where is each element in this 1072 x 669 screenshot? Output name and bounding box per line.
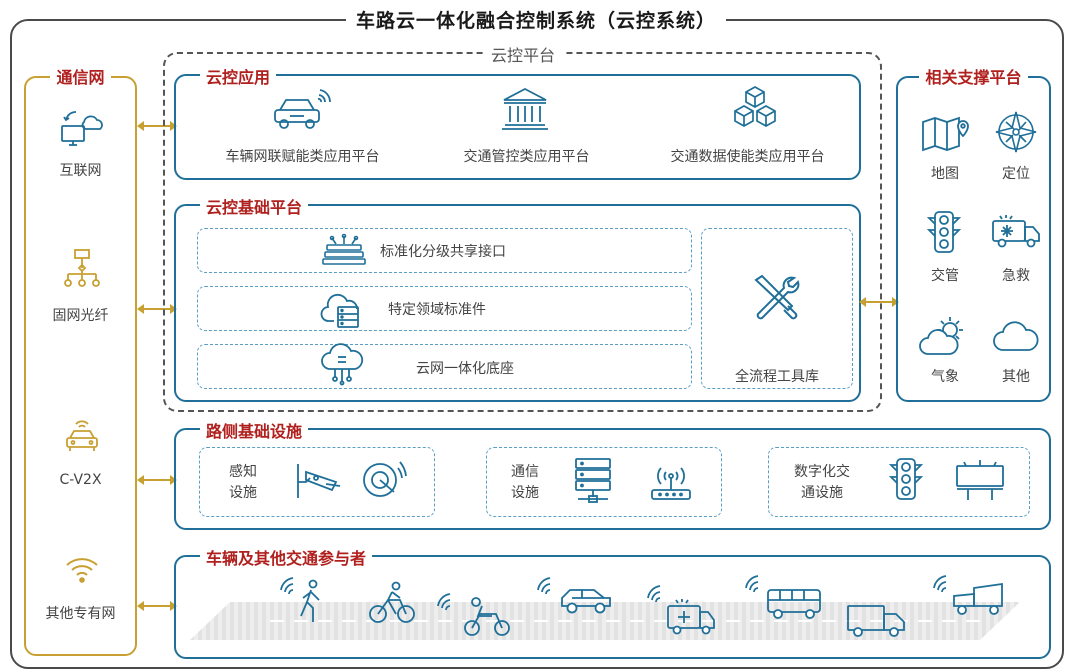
vehicles-panel (174, 555, 1051, 659)
network-topology-icon (62, 248, 102, 290)
traffic-light-icon-roadside (886, 457, 926, 503)
cloud-base-title: 云控基础平台 (200, 194, 309, 218)
cloud-icon (992, 320, 1040, 354)
app-item-vehicle: 车辆网联赋能类应用平台 (225, 149, 380, 165)
vehicles-title: 车辆及其他交通参与者 (200, 545, 373, 569)
tools-icon (750, 272, 802, 324)
support-item-positioning: 定位 (1002, 166, 1030, 182)
app-item-data: 交通数据使能类应用平台 (670, 149, 825, 165)
car-front-icon (62, 418, 102, 454)
router-icon (648, 458, 694, 502)
comm-item-internet: 互联网 (59, 163, 102, 179)
map-icon (920, 112, 969, 154)
app-item-traffic-control: 交通管控类应用平台 (463, 149, 590, 165)
wifi-icon (64, 556, 100, 584)
truck-icon (846, 600, 908, 642)
cloud-app-panel (174, 74, 861, 180)
base-layer-foundation (197, 344, 692, 389)
cloud-circuit-icon (320, 343, 364, 386)
comm-item-private: 其他专有网 (45, 606, 116, 622)
arrow-internet-to-app (137, 120, 177, 132)
cyclist-icon (366, 580, 418, 624)
support-platform-title: 相关支撑平台 (896, 64, 1051, 88)
base-layer-components-label: 特定领域标准件 (388, 302, 486, 318)
bus-icon (740, 568, 824, 624)
weather-icon (918, 314, 970, 358)
support-item-other: 其他 (1002, 369, 1030, 385)
dump-truck-icon (928, 568, 1012, 620)
base-layer-interface-label: 标准化分级共享接口 (380, 244, 506, 260)
comm-item-fiber: 固网光纤 (52, 308, 109, 324)
roadside-comm-label: 通信 设施 (511, 464, 539, 501)
support-item-map: 地图 (931, 166, 959, 182)
car-icon (532, 570, 618, 622)
traffic-light-icon (924, 210, 964, 256)
billboard-icon (954, 458, 1006, 502)
toolkit-box (701, 228, 853, 389)
radar-icon (360, 456, 408, 504)
pedestrian-icon (275, 574, 335, 628)
government-building-icon (500, 86, 550, 132)
support-item-weather: 气象 (931, 369, 959, 385)
ambulance-icon (990, 214, 1042, 250)
roadside-group-digital (768, 447, 1030, 517)
comm-network-title: 通信网 (24, 64, 137, 88)
cloud-app-title: 云控应用 (200, 64, 277, 88)
toolkit-label: 全流程工具库 (735, 369, 819, 385)
cloud-base-panel (174, 204, 861, 402)
arrow-private-to-vehicles (137, 600, 177, 612)
system-title: 车路云一体化融合控制系统（云控系统） (0, 6, 1072, 33)
comm-item-cv2x: C-V2X (59, 472, 102, 488)
camera-icon (294, 458, 342, 502)
arrow-base-to-support (859, 296, 899, 308)
server-rack-icon (572, 457, 614, 503)
base-layer-components (197, 286, 692, 331)
support-item-emergency: 急救 (1002, 268, 1030, 284)
internet-icon (56, 108, 108, 150)
roadside-group-comm (486, 447, 722, 517)
roadside-sensing-label: 感知 设施 (229, 464, 257, 501)
connected-car-icon (270, 86, 338, 132)
base-layer-foundation-label: 云网一体化底座 (416, 361, 514, 377)
motorcycle-icon (432, 586, 516, 638)
arrow-cv2x-to-roadside (137, 474, 177, 486)
roadside-title: 路侧基础设施 (200, 418, 309, 442)
support-item-traffic-police: 交管 (931, 268, 959, 284)
share-interface-icon (322, 233, 366, 266)
data-cubes-icon (728, 84, 782, 134)
base-layer-interface (197, 228, 692, 273)
cloud-server-icon (320, 289, 364, 329)
roadside-panel (174, 428, 1051, 530)
arrow-fiber-to-base (137, 303, 177, 315)
roadside-digital-label: 数字化交 通设施 (794, 464, 850, 501)
compass-icon (994, 110, 1038, 154)
roadside-group-sensing (199, 447, 435, 517)
ambulance-vehicle-icon (642, 578, 728, 638)
cloud-platform-title: 云控平台 (423, 42, 623, 66)
